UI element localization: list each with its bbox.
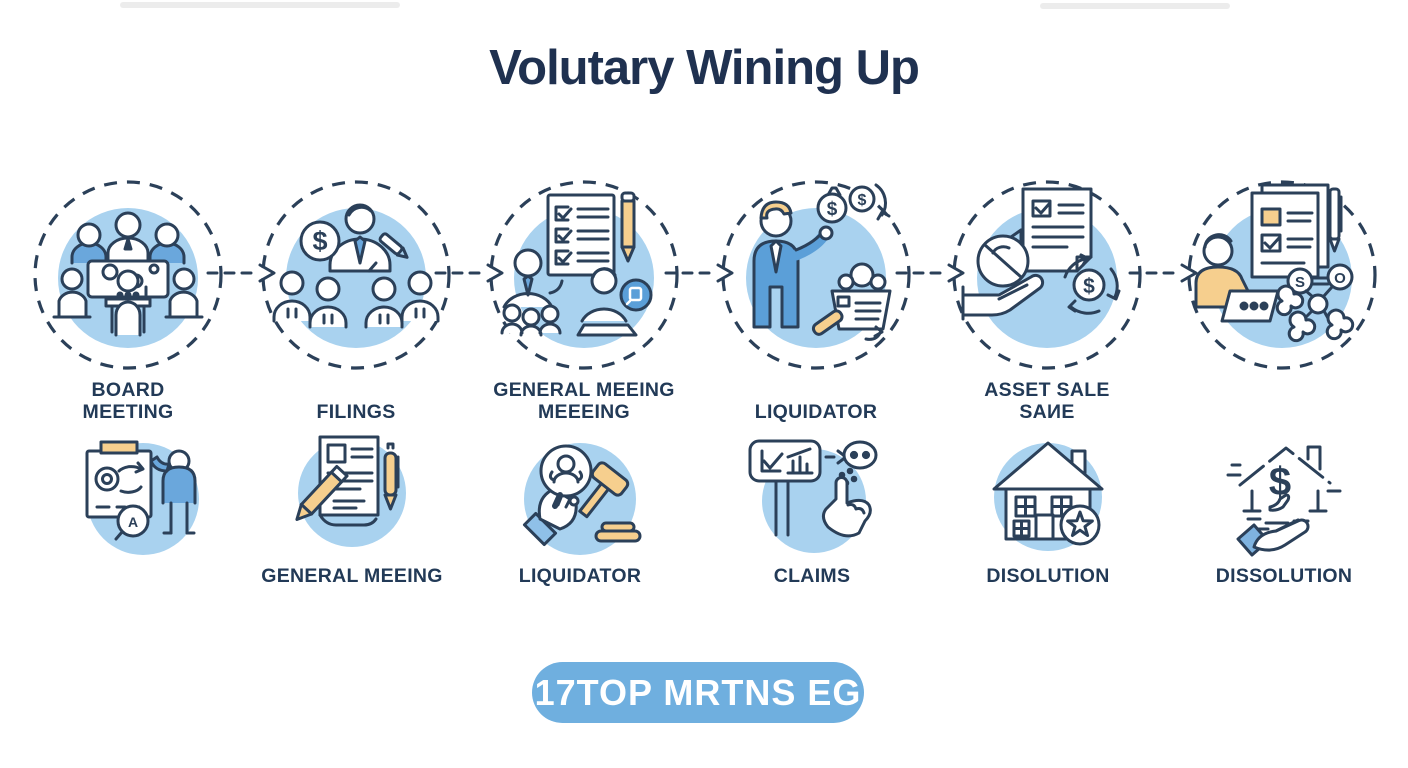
- step-general-meeting: [282, 427, 422, 567]
- step-disolution: [978, 427, 1118, 567]
- flow-arrow-icon: [434, 263, 504, 283]
- step-label-dissolution: DISSOLUTION: [1215, 565, 1353, 587]
- dollar-glyph: $: [1269, 460, 1291, 504]
- stage-asset-sale: $: [947, 175, 1147, 375]
- top-edge-artifact: [120, 2, 400, 8]
- label-line: SAИE: [1019, 401, 1075, 423]
- label-line: GENERAL MEEING: [493, 379, 675, 401]
- label-line: ASSET SALE: [984, 379, 1110, 401]
- flow-arrow-icon: [1128, 263, 1198, 283]
- flow-arrow-icon: [895, 263, 965, 283]
- footer-badge: 17TOP MRTNS EG: [532, 662, 864, 723]
- flow-arrow-icon: [206, 263, 276, 283]
- step-label-disolution: DISOLUTION: [986, 565, 1110, 587]
- dollar-glyph: $: [827, 199, 838, 220]
- dollar-glyph: $: [858, 192, 867, 209]
- dollar-glyph: $: [1083, 275, 1095, 298]
- label-line: MEETING: [82, 401, 174, 423]
- label-line: BOARD: [91, 379, 165, 401]
- top-edge-artifact: [1040, 3, 1230, 9]
- step-label-liquidator: LIQUIDATOR: [518, 565, 642, 587]
- step-claims: [742, 427, 882, 567]
- house-dollar-hand-icon: $: [1226, 445, 1342, 557]
- presentation-icon: A: [85, 440, 199, 555]
- board-meeting-icon: [33, 180, 223, 370]
- asset-sale-icon: $: [952, 180, 1142, 370]
- label-line: MEEEING: [537, 401, 631, 423]
- stage-board-meeting: [28, 175, 228, 375]
- label-line: FILINGS: [316, 401, 396, 423]
- stage-label-liquidator: LIQUIDATOR: [701, 377, 931, 423]
- stage-label-filings: FILINGS: [241, 377, 471, 423]
- dollar-glyph: $: [312, 226, 327, 256]
- stage-general-meeting: [484, 175, 684, 375]
- letter-a-glyph: A: [128, 514, 138, 530]
- stage-liquidator: $ $: [716, 175, 916, 375]
- house-star-icon: [992, 441, 1104, 551]
- flow-arrow-icon: [664, 263, 734, 283]
- letter-o-node: O: [1334, 270, 1346, 287]
- stage-final-report: S O: [1182, 175, 1382, 375]
- checklist-meeting-icon: [489, 180, 679, 370]
- speaker-dollar-icon: $: [261, 180, 451, 370]
- stage-filings: $: [256, 175, 456, 375]
- stage-label-board-meeting: BOARD MEETING: [13, 377, 243, 423]
- liquidator-businessman-icon: $ $: [721, 180, 911, 370]
- step-label-claims: CLAIMS: [773, 565, 851, 587]
- claims-sign-icon: [748, 439, 878, 553]
- document-signing-icon: [295, 435, 406, 547]
- label-line: LIQUIDATOR: [754, 401, 878, 423]
- stage-label-general-meeting: GENERAL MEEING MEEEING: [469, 377, 699, 423]
- gavel-magnifier-icon: [522, 443, 642, 555]
- document-review-icon: S O: [1187, 180, 1377, 370]
- step-liquidator: [510, 427, 650, 567]
- step-label-general-meeting: GENERAL MEEING: [261, 565, 443, 587]
- step-dissolution: $: [1214, 427, 1354, 567]
- step-presentation: A: [75, 427, 215, 567]
- page-title: Volutary Wining Up: [489, 41, 920, 95]
- stage-label-asset-sale: ASSET SALE SAИE: [932, 377, 1162, 423]
- letter-s-node: S: [1295, 274, 1305, 291]
